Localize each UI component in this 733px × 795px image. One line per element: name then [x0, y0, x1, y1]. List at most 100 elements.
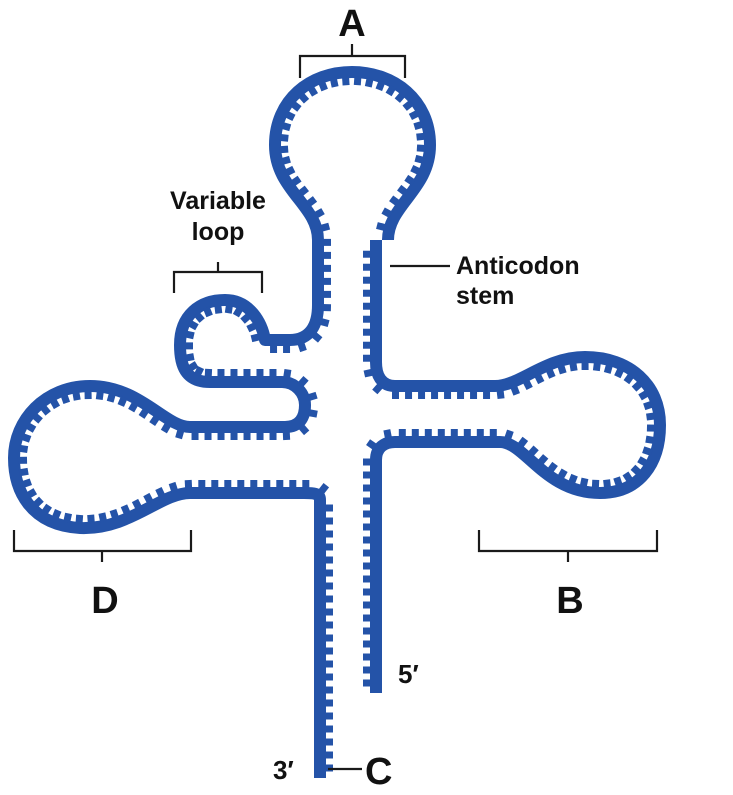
label-five-prime: 5′: [398, 659, 419, 689]
base-tick: [298, 423, 310, 436]
base-tick: [319, 222, 331, 232]
base-tick: [410, 164, 422, 176]
base-tick: [569, 361, 578, 372]
label-anticodon-stem-line1: Anticodon: [456, 252, 580, 280]
outer-strand-base-ticks: [17, 75, 427, 772]
base-tick: [375, 80, 386, 92]
base-tick: [364, 77, 374, 88]
bracket-d: [12, 530, 193, 562]
base-tick: [645, 435, 656, 445]
base-tick: [510, 384, 520, 396]
label-d: D: [91, 580, 118, 622]
base-tick: [18, 444, 29, 454]
base-tick: [622, 471, 634, 483]
base-tick: [160, 422, 172, 434]
base-tick: [404, 174, 416, 186]
base-tick: [87, 514, 95, 525]
base-tick: [290, 175, 302, 187]
base-tick: [232, 306, 244, 318]
base-tick: [25, 488, 38, 499]
base-tick: [149, 414, 161, 427]
base-tick: [394, 91, 406, 103]
base-tick: [545, 367, 556, 379]
base-tick: [329, 77, 339, 88]
base-tick: [290, 100, 302, 112]
base-tick: [631, 380, 644, 392]
base-tick: [297, 376, 309, 388]
base-tick: [60, 393, 71, 405]
base-tick: [546, 461, 558, 474]
base-tick: [20, 433, 32, 443]
base-tick: [397, 184, 409, 196]
base-tick: [504, 429, 514, 441]
base-tick: [614, 367, 625, 379]
base-tick: [414, 154, 425, 164]
base-tick: [224, 303, 234, 314]
base-tick: [527, 445, 539, 457]
base-tick: [313, 208, 325, 219]
bracket-a: [298, 44, 407, 78]
base-tick: [646, 412, 656, 421]
base-tick: [214, 304, 223, 314]
base-tick: [187, 319, 199, 331]
label-c: C: [365, 751, 392, 793]
base-tick: [21, 478, 33, 489]
base-tick: [279, 133, 289, 142]
base-tick: [143, 492, 154, 505]
base-tick: [416, 144, 427, 152]
base-tick: [568, 473, 578, 485]
base-tick: [31, 412, 43, 424]
base-tick: [95, 390, 104, 401]
base-tick: [138, 407, 150, 419]
base-tick: [496, 389, 505, 400]
base-tick: [41, 503, 53, 516]
label-a: A: [338, 3, 365, 45]
base-tick: [557, 363, 567, 375]
label-variable-loop-line2: loop: [192, 218, 245, 246]
label-b: B: [556, 580, 583, 622]
base-tick: [51, 509, 62, 521]
base-tick: [187, 361, 199, 372]
label-variable-loop-line1: Variable: [170, 187, 266, 215]
base-tick: [534, 372, 545, 385]
base-tick: [305, 196, 318, 208]
base-tick: [168, 481, 179, 493]
bracket-variable-loop: [172, 262, 264, 293]
base-tick: [202, 306, 213, 318]
base-tick: [75, 514, 84, 525]
base-tick: [613, 476, 623, 488]
base-tick: [155, 486, 166, 499]
base-tick: [280, 121, 292, 132]
base-tick: [366, 439, 378, 451]
base-tick: [522, 378, 533, 391]
base-tick: [642, 446, 653, 456]
base-tick: [284, 110, 296, 122]
trna-outer-strand: [8, 66, 436, 778]
base-tick: [311, 331, 323, 343]
base-tick: [537, 454, 549, 466]
base-tick: [318, 483, 330, 495]
base-tick: [381, 207, 393, 218]
base-tick: [32, 496, 44, 508]
base-tick: [240, 312, 252, 324]
base-tick: [246, 322, 258, 333]
base-tick: [307, 85, 319, 97]
base-tick: [372, 382, 384, 395]
base-tick: [106, 392, 116, 403]
base-tick: [341, 76, 350, 86]
base-tick: [280, 155, 291, 166]
base-tick: [297, 92, 310, 104]
base-tick: [117, 395, 128, 407]
base-tick: [385, 84, 397, 97]
base-tick: [49, 397, 61, 410]
base-tick: [402, 99, 414, 111]
base-tick: [318, 80, 328, 92]
base-tick: [363, 368, 374, 378]
base-tick: [638, 389, 650, 401]
base-tick: [353, 75, 362, 86]
base-tick: [603, 479, 612, 490]
base-tick: [637, 456, 649, 467]
base-tick: [175, 428, 185, 440]
base-tick: [184, 353, 195, 362]
